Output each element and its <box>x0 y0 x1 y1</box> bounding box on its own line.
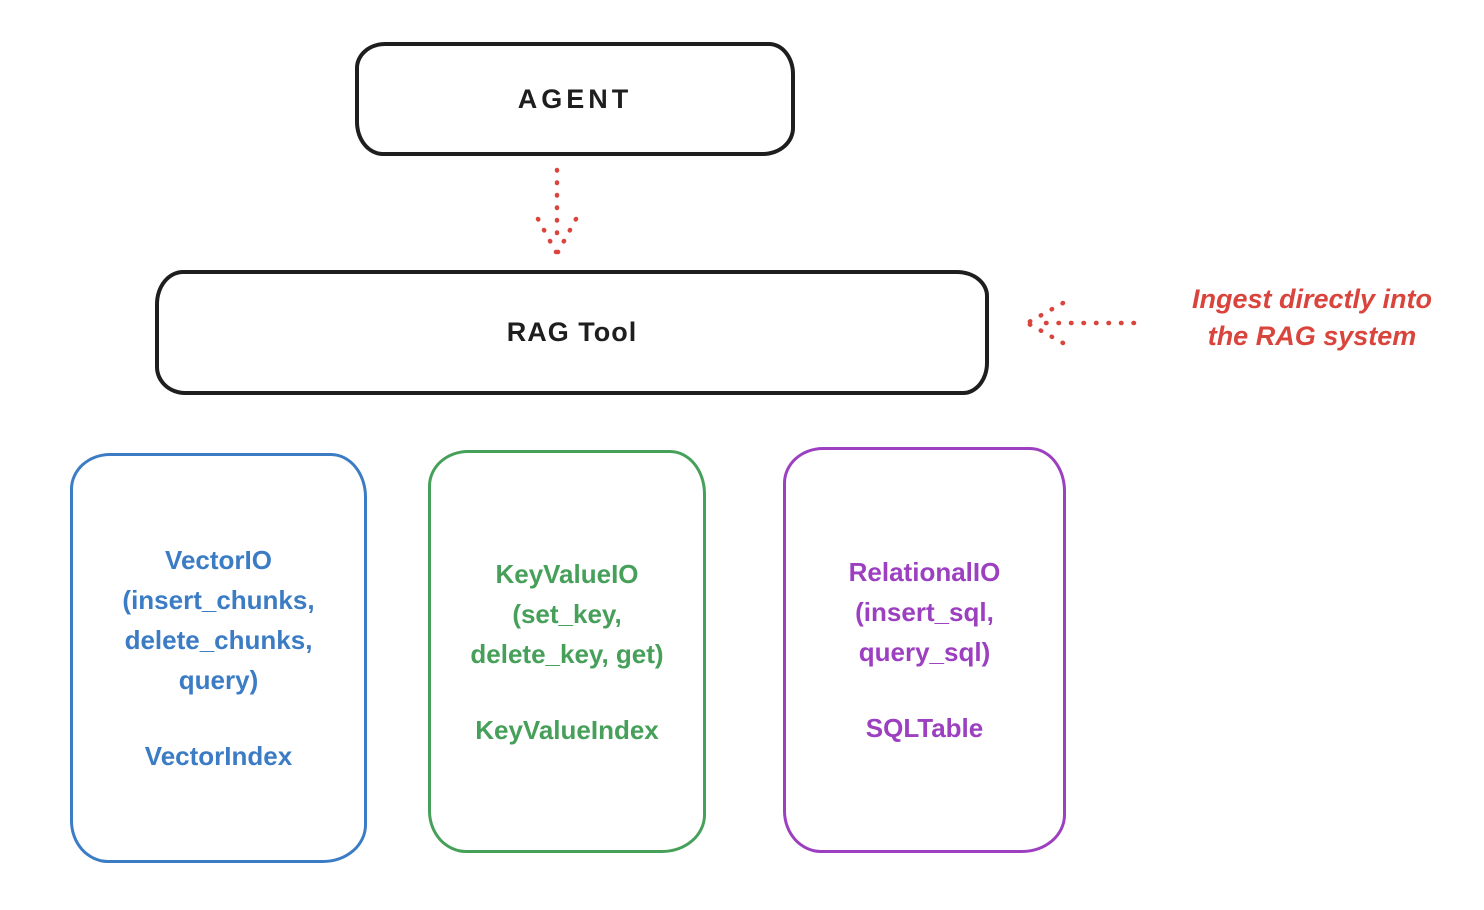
relational-io-methods-line2: query_sql) <box>858 637 991 667</box>
vector-io-methods-line1: (insert_chunks, <box>122 585 315 615</box>
keyvalue-index-label: KeyValueIndex <box>475 714 659 745</box>
ingest-annotation-line1: Ingest directly into <box>1191 284 1433 314</box>
vector-index-label: VectorIndex <box>144 741 293 771</box>
sql-table-label: SQLTable <box>865 713 984 743</box>
rag-tool-node: RAG Tool <box>155 270 989 395</box>
vector-io-title: VectorIO <box>165 545 272 575</box>
ingest-annotation: Ingest directly into the RAG system <box>1140 281 1484 355</box>
rag-tool-node-label: RAG Tool <box>506 317 638 347</box>
agent-node: AGENT <box>355 42 795 156</box>
ingest-to-rag-arrow <box>1026 300 1137 346</box>
keyvalue-io-node: KeyValueIO (set_key, delete_key, get) Ke… <box>428 450 706 853</box>
vector-io-methods-line3: query) <box>178 665 259 695</box>
relational-io-title: RelationalIO <box>848 557 1001 587</box>
relational-io-methods-line1: (insert_sql, <box>855 597 994 627</box>
agent-node-label: AGENT <box>517 83 633 114</box>
agent-to-rag-arrow <box>535 167 579 255</box>
keyvalue-io-methods-line2: delete_key, get) <box>470 638 664 669</box>
vector-io-node: VectorIO (insert_chunks, delete_chunks, … <box>70 453 367 863</box>
ingest-annotation-line2: the RAG system <box>1207 321 1417 351</box>
keyvalue-io-title: KeyValueIO <box>495 558 639 589</box>
relational-io-node: RelationalIO (insert_sql, query_sql) SQL… <box>783 447 1066 853</box>
vector-io-methods-line2: delete_chunks, <box>124 625 313 655</box>
keyvalue-io-methods-line1: (set_key, <box>512 598 622 629</box>
